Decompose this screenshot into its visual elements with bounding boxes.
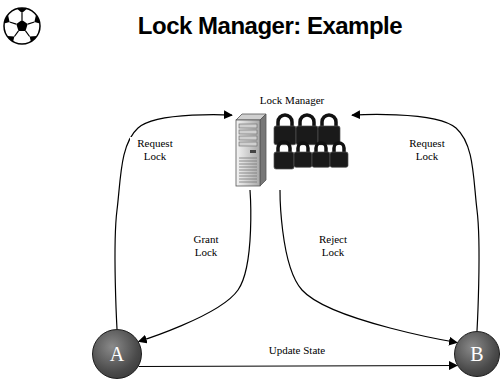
lock-manager-server: Lock Manager [232,94,352,190]
server-and-locks-icon [232,94,352,190]
message-arrow [139,190,251,342]
message-arrow [352,114,479,331]
edge-label: Update State [255,344,339,357]
client-circle: B [454,331,500,377]
edge-label: Grant Lock [184,233,228,259]
node-label: B [470,343,483,366]
message-arrow [115,115,232,329]
message-arrow [139,366,457,367]
slide-title: Lock Manager: Example [60,12,480,40]
soccer-ball-icon [4,8,40,44]
node-label: Lock Manager [232,94,352,106]
edge-label: Reject Lock [311,233,355,259]
client-circle: A [92,329,142,379]
node-label: A [110,343,124,366]
edge-label: Request Lock [130,137,180,163]
edge-label: Request Lock [402,137,452,163]
message-arrow [280,190,457,343]
